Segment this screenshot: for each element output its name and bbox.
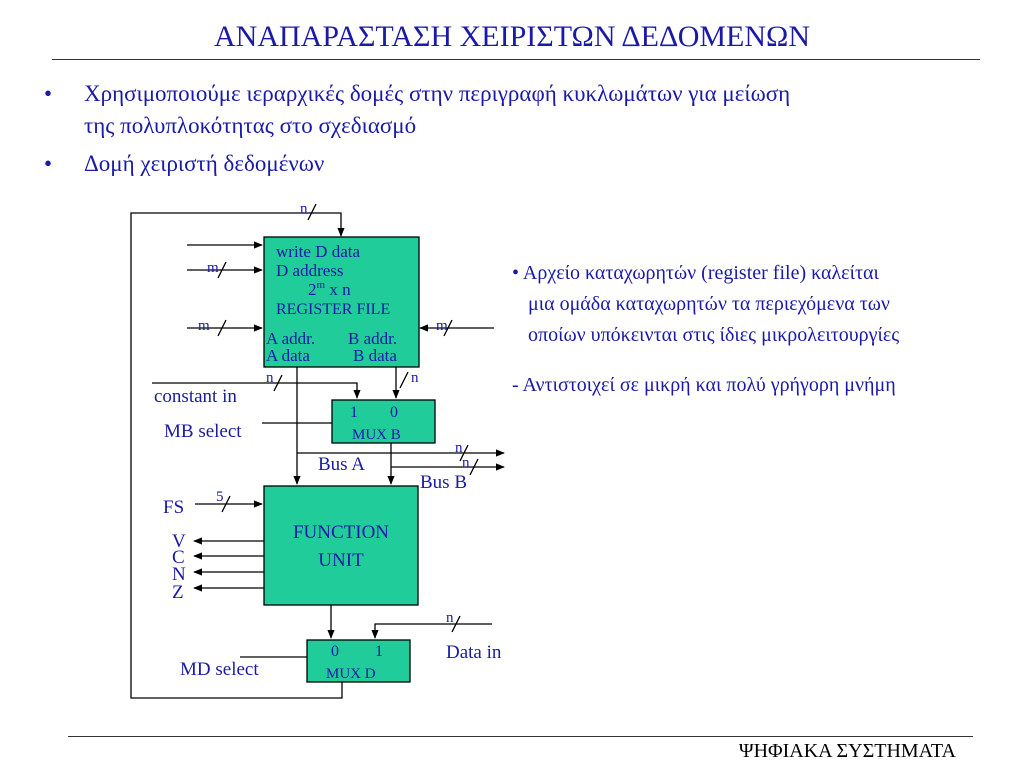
width-label-m: m xyxy=(436,318,448,334)
slide-title: ΑΝΑΠΑΡΑΣΤΑΣΗ ΧΕΙΡΙΣΤΩΝ ΔΕΔΟΜΕΝΩΝ xyxy=(214,20,810,53)
mux-b-block: 1 0 MUX B xyxy=(331,399,436,444)
mux-b-name-label: MUX B xyxy=(352,427,401,443)
rf-write-d-data-label: write D data xyxy=(276,242,360,261)
width-label-n: n xyxy=(411,370,419,386)
signal-labels: n m m m n n n n 5 n constant in MB selec… xyxy=(154,201,502,680)
flag-z-label: Z xyxy=(172,582,184,603)
data-in-label: Data in xyxy=(446,642,502,663)
footer-rule xyxy=(68,736,973,737)
side-note-line: μια ομάδα καταχωρητών τα περιεχόμενα των xyxy=(528,293,890,315)
constant-in-label: constant in xyxy=(154,386,237,407)
register-file-block: write D data D address 2m x n REGISTER F… xyxy=(263,236,420,368)
width-label-n: n xyxy=(446,610,454,626)
fs-label: FS xyxy=(163,497,184,518)
bullet-text-line: της πολυπλοκότητας στο σχεδιασμό xyxy=(84,113,417,138)
flag-c-label: C xyxy=(172,547,185,568)
rf-a-addr-label: A addr. xyxy=(266,329,315,348)
bullet-text-line: Χρησιμοποιούμε ιεραρχικές δομές στην περ… xyxy=(84,81,791,106)
width-label-m: m xyxy=(207,260,219,276)
width-label-n: n xyxy=(300,201,308,217)
bullet-marker: • xyxy=(44,81,53,106)
bullet-item: • Δομή χειριστή δεδομένων xyxy=(44,148,984,180)
side-note-line: οποίων υπόκεινται στις ίδιες μικρολειτου… xyxy=(528,324,900,346)
mux-b-box xyxy=(331,399,436,444)
mux-b-input-0-label: 0 xyxy=(390,404,398,421)
width-label-5: 5 xyxy=(216,489,224,505)
flag-n-label: N xyxy=(172,564,186,585)
mux-b-input-1-label: 1 xyxy=(350,404,358,421)
side-note-line: • Αρχείο καταχωρητών (register file) καλ… xyxy=(512,262,879,284)
mux-d-name-label: MUX D xyxy=(326,666,376,682)
flag-v-label: V xyxy=(172,531,186,552)
function-unit-box xyxy=(263,485,419,606)
rf-d-address-label: D address xyxy=(276,261,344,280)
side-note-line: - Αντιστοιχεί σε μικρή και πολύ γρήγορη … xyxy=(512,374,896,396)
register-file-box xyxy=(263,236,420,368)
bus-b-label: Bus B xyxy=(420,472,467,493)
width-label-n: n xyxy=(462,455,470,471)
footer-text: ΨΗΦΙΑΚΑ ΣΥΣΤΗΜΑΤΑ xyxy=(738,740,956,762)
bullet-text-line: Δομή χειριστή δεδομένων xyxy=(84,151,325,176)
rf-name-label: REGISTER FILE xyxy=(276,301,390,318)
bullet-marker: • xyxy=(44,151,53,176)
rf-a-data-label: A data xyxy=(266,346,310,365)
mux-d-input-1-label: 1 xyxy=(375,643,383,660)
mux-d-block: 0 1 MUX D xyxy=(306,639,411,683)
bus-a-label: Bus A xyxy=(318,454,365,475)
title-rule xyxy=(52,59,980,60)
rf-b-addr-label: B addr. xyxy=(348,329,397,348)
function-unit-block: FUNCTION UNIT xyxy=(263,485,419,606)
bullet-list: • Χρησιμοποιούμε ιεραρχικές δομές στην π… xyxy=(44,78,984,186)
md-select-label: MD select xyxy=(180,659,259,680)
bullet-item: • Χρησιμοποιούμε ιεραρχικές δομές στην π… xyxy=(44,78,984,142)
mux-d-input-0-label: 0 xyxy=(331,643,339,660)
rf-size-label: 2m x n xyxy=(308,279,351,299)
side-notes: • Αρχείο καταχωρητών (register file) καλ… xyxy=(512,258,899,401)
function-unit-label-line2: UNIT xyxy=(318,550,364,571)
width-label-n: n xyxy=(266,370,274,386)
mb-select-label: MB select xyxy=(164,421,242,442)
width-label-m: m xyxy=(198,318,210,334)
wires xyxy=(130,203,505,699)
function-unit-label-line1: FUNCTION xyxy=(293,522,389,543)
mux-d-box xyxy=(306,639,411,683)
rf-b-data-label: B data xyxy=(353,346,397,365)
width-label-n: n xyxy=(455,440,463,456)
